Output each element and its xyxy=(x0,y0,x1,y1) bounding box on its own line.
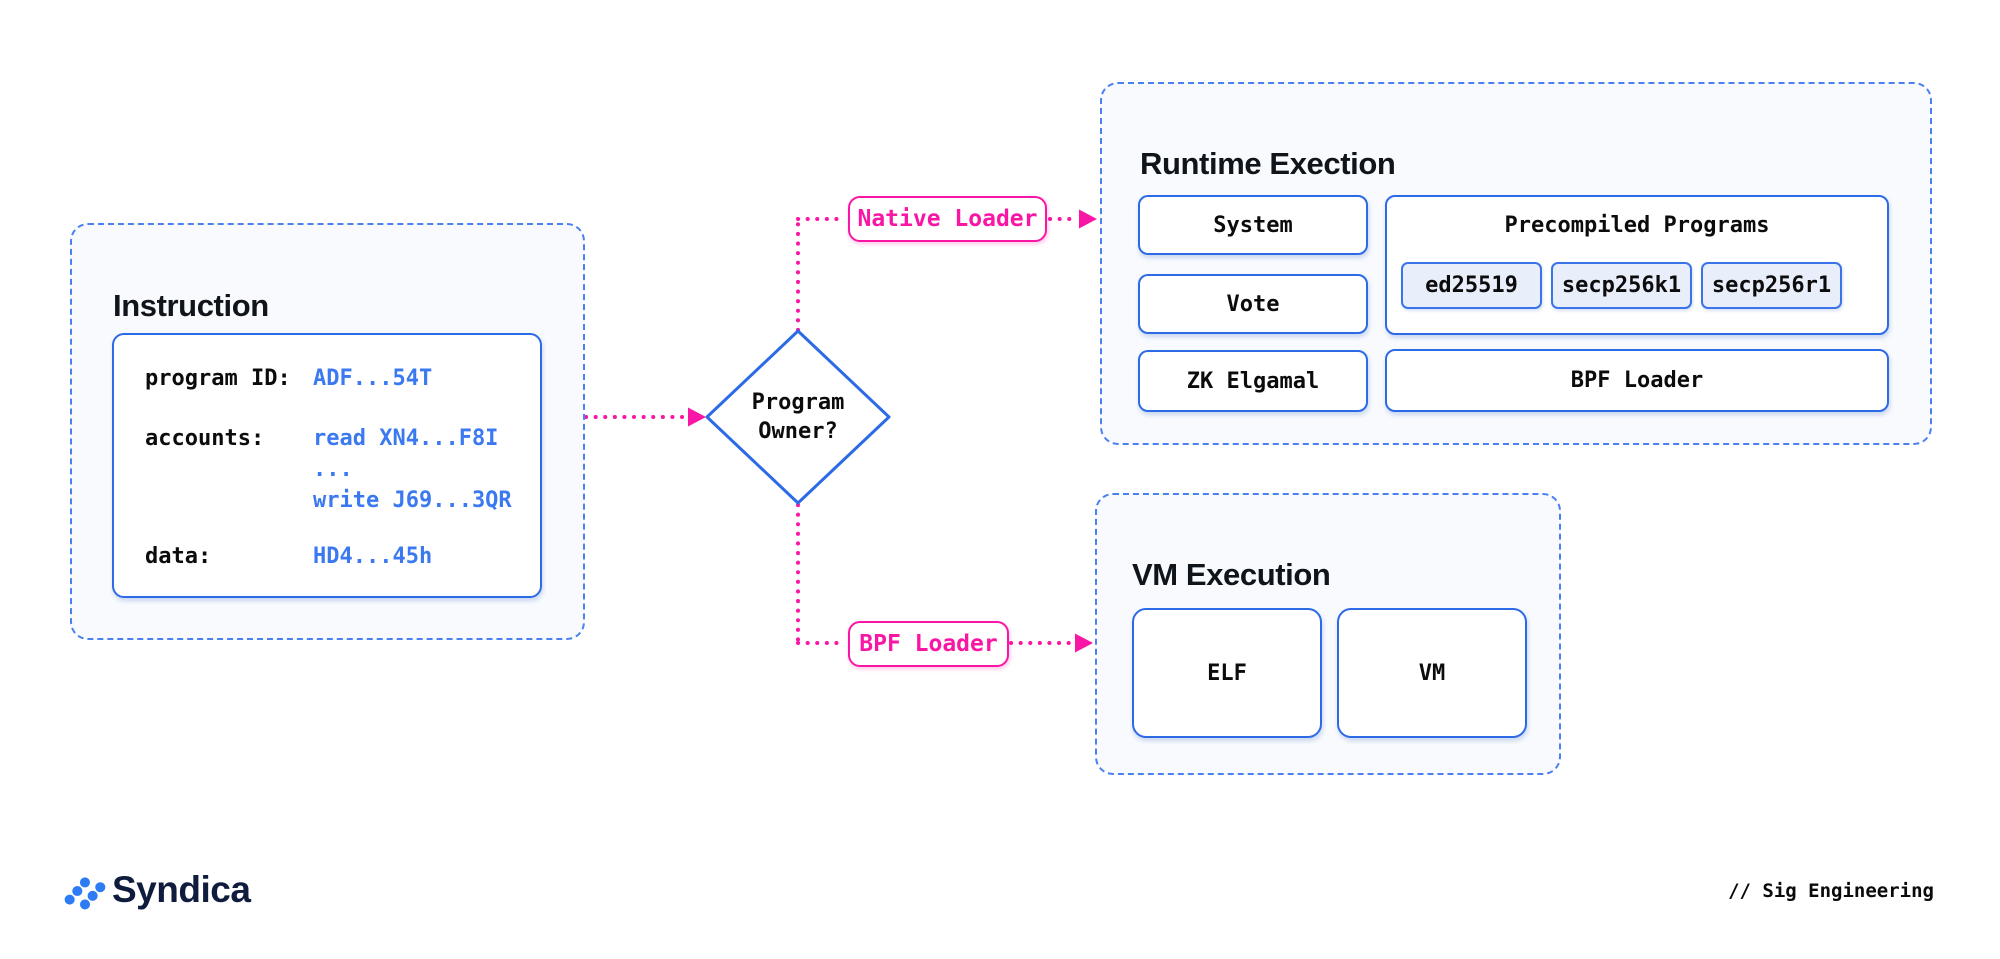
vm-vm-box: VM xyxy=(1337,608,1527,738)
vm-vm-label: VM xyxy=(1418,660,1446,686)
syndica-logo-slash-2 xyxy=(79,882,106,910)
program-owner-question-line2: Owner? xyxy=(758,419,838,444)
runtime-bpf-loader-box: BPF Loader xyxy=(1385,349,1889,412)
program-owner-question: Program Owner? xyxy=(718,388,878,446)
chip-ed25519: ed25519 xyxy=(1401,262,1542,309)
accounts-value-write: write J69...3QR xyxy=(313,488,512,513)
native-loader-pill-label: Native Loader xyxy=(857,206,1038,232)
program-id-value: ADF...54T xyxy=(313,366,433,391)
runtime-program-zk-elgamal-label: ZK Elgamal xyxy=(1186,368,1320,394)
syndica-brand-text: Syndica xyxy=(112,869,251,910)
bpf-loader-pill: BPF Loader xyxy=(848,621,1009,667)
runtime-program-vote: Vote xyxy=(1138,274,1368,334)
chip-secp256r1-label: secp256r1 xyxy=(1711,273,1832,298)
syndica-logo-icon xyxy=(64,877,106,910)
runtime-program-system: System xyxy=(1138,195,1368,255)
runtime-execution-title: Runtime Exection xyxy=(1140,145,1396,181)
precompiled-programs-card: Precompiled Programs ed25519 secp256k1 s… xyxy=(1385,195,1889,335)
chip-secp256r1: secp256r1 xyxy=(1701,262,1842,309)
runtime-program-zk-elgamal: ZK Elgamal xyxy=(1138,350,1368,412)
vm-elf-box: ELF xyxy=(1132,608,1322,738)
program-owner-question-line1: Program xyxy=(751,390,845,415)
arrowhead-into-vm xyxy=(1075,633,1093,653)
syndica-logo-slash-1 xyxy=(64,877,91,905)
data-label: data: xyxy=(145,544,212,569)
precompiled-chips-row: ed25519 secp256k1 secp256r1 xyxy=(1401,262,1842,309)
accounts-value-ellipsis: ... xyxy=(313,457,353,482)
accounts-value-read: read XN4...F8I xyxy=(313,426,499,451)
precompiled-programs-title: Precompiled Programs xyxy=(1504,213,1770,238)
data-value: HD4...45h xyxy=(313,544,433,569)
program-id-label: program ID: xyxy=(145,366,291,391)
chip-secp256k1-label: secp256k1 xyxy=(1561,273,1682,298)
arrowhead-into-runtime xyxy=(1079,209,1097,229)
runtime-program-system-label: System xyxy=(1213,212,1293,238)
chip-secp256k1: secp256k1 xyxy=(1551,262,1692,309)
instruction-card xyxy=(112,333,542,598)
instruction-title: Instruction xyxy=(113,287,269,323)
sig-engineering-credit: // Sig Engineering xyxy=(1728,880,1934,902)
bpf-loader-pill-label: BPF Loader xyxy=(859,631,998,657)
chip-ed25519-label: ed25519 xyxy=(1425,273,1518,298)
native-loader-pill: Native Loader xyxy=(848,196,1047,242)
runtime-bpf-loader-label: BPF Loader xyxy=(1570,368,1704,393)
vm-elf-label: ELF xyxy=(1207,660,1247,686)
runtime-program-vote-label: Vote xyxy=(1226,291,1280,317)
arrowhead-into-diamond xyxy=(688,407,706,427)
vm-execution-title: VM Execution xyxy=(1132,556,1331,592)
accounts-label: accounts: xyxy=(145,426,265,451)
